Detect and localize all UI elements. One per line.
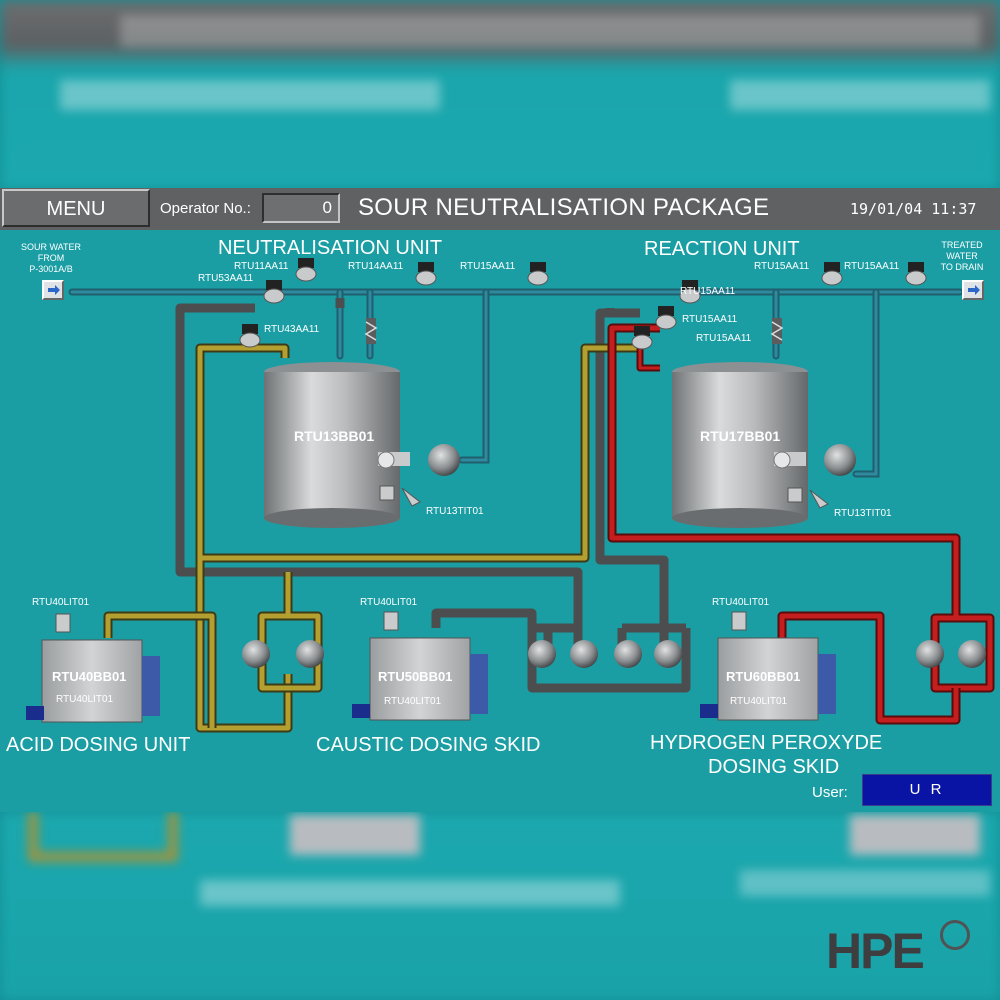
inlet-label-line1: SOUR WATER xyxy=(21,242,81,252)
valve-tag: RTU53AA11 xyxy=(198,273,254,284)
skid-label: RTU40BB01 xyxy=(52,669,127,684)
skid-label: RTU60BB01 xyxy=(726,669,801,684)
pump-icon xyxy=(377,444,460,476)
temperature-tag: RTU13TIT01 xyxy=(426,506,484,517)
main-process-line xyxy=(68,288,964,478)
level-tag: RTU40LIT01 xyxy=(32,597,90,608)
level-transmitter-icon xyxy=(55,611,747,633)
skid-peroxide xyxy=(700,637,836,721)
outlet-label-line1: TREATED xyxy=(941,240,983,250)
skid-label: RTU50BB01 xyxy=(378,669,453,684)
process-diagram xyxy=(26,258,995,733)
menu-button[interactable]: MENU xyxy=(2,189,150,227)
tank-label: RTU17BB01 xyxy=(700,428,781,444)
page-title: SOUR NEUTRALISATION PACKAGE xyxy=(358,194,770,221)
valve-tag: RTU14AA11 xyxy=(348,261,404,272)
outlet-label-line2: WATER xyxy=(946,251,978,261)
hmi-screen: MENU Operator No.: 0 SOUR NEUTRALISATION… xyxy=(0,188,1000,812)
peroxide-piping xyxy=(607,323,995,725)
skid-sub-label: RTU40LIT01 xyxy=(730,696,788,707)
valve-tag: RTU15AA11 xyxy=(754,261,810,272)
operator-number-field[interactable]: 0 xyxy=(262,193,340,223)
valve-tag: RTU15AA11 xyxy=(682,314,738,325)
level-tag: RTU40LIT01 xyxy=(712,597,770,608)
inlet-nav-button[interactable] xyxy=(42,280,64,300)
user-field[interactable]: U R xyxy=(862,774,992,806)
valve-tag: RTU15AA11 xyxy=(680,286,736,297)
blurred-bottom-text-2 xyxy=(740,870,990,896)
valve-tag: RTU11AA11 xyxy=(234,261,289,272)
reaction-unit-title: REACTION UNIT xyxy=(644,238,800,260)
acid-dosing-title: ACID DOSING UNIT xyxy=(6,734,191,756)
mixer-icons xyxy=(364,318,784,344)
outlet-nav-button[interactable] xyxy=(962,280,984,300)
neutralisation-unit-title: NEUTRALISATION UNIT xyxy=(218,237,443,259)
blurred-top-band xyxy=(0,0,1000,190)
blurred-bottom-skid-2 xyxy=(850,815,980,855)
blurred-top-text-2 xyxy=(730,80,990,110)
inlet-label-line3: P-3001A/B xyxy=(29,264,73,274)
user-label: User: xyxy=(812,784,848,801)
h2o2-dosing-title-line2: DOSING SKID xyxy=(708,756,840,778)
level-tag: RTU40LIT01 xyxy=(360,597,418,608)
pump-icon xyxy=(773,444,856,476)
blurred-bottom-skid xyxy=(290,815,420,855)
outlet-label: TREATED WATER TO DRAIN xyxy=(930,240,994,273)
blurred-bottom-pipe xyxy=(28,812,178,862)
blurred-top-text xyxy=(60,80,440,110)
brand-logo-mark xyxy=(940,920,970,950)
arrow-right-icon xyxy=(968,285,980,295)
skid-caustic xyxy=(352,637,488,721)
tank-rtu17bb01 xyxy=(672,362,808,528)
inlet-label: SOUR WATER FROM P-3001A/B xyxy=(12,242,90,275)
title-bar: MENU Operator No.: 0 SOUR NEUTRALISATION… xyxy=(0,188,1000,230)
h2o2-dosing-title-line1: HYDROGEN PEROXYDE xyxy=(650,732,883,754)
temperature-transmitter-icon xyxy=(379,485,829,509)
dosing-pumps xyxy=(242,640,986,668)
valve-tag: RTU15AA11 xyxy=(460,261,516,272)
date-time: 19/01/04 11:37 xyxy=(850,200,977,218)
tank-rtu13bb01 xyxy=(264,362,400,528)
skid-sub-label: RTU40LIT01 xyxy=(384,696,442,707)
brand-logo: HPE xyxy=(826,923,925,979)
skid-acid xyxy=(26,639,160,723)
tank-label: RTU13BB01 xyxy=(294,428,375,444)
blurred-bottom-band xyxy=(0,812,1000,1000)
blurred-top-header xyxy=(120,15,980,47)
temperature-tag: RTU13TIT01 xyxy=(834,508,892,519)
caustic-dosing-title: CAUSTIC DOSING SKID xyxy=(316,734,541,756)
valve-tag: RTU43AA11 xyxy=(264,324,320,335)
blurred-bottom-text xyxy=(200,880,620,906)
inlet-label-line2: FROM xyxy=(37,253,65,263)
valve-tag: RTU15AA11 xyxy=(844,261,900,272)
operator-label: Operator No.: xyxy=(160,200,251,217)
skid-sub-label: RTU40LIT01 xyxy=(56,694,114,705)
outlet-label-line3: TO DRAIN xyxy=(940,262,984,272)
arrow-right-icon xyxy=(48,285,60,295)
valve-icon xyxy=(239,258,927,350)
valve-tag: RTU15AA11 xyxy=(696,333,752,344)
